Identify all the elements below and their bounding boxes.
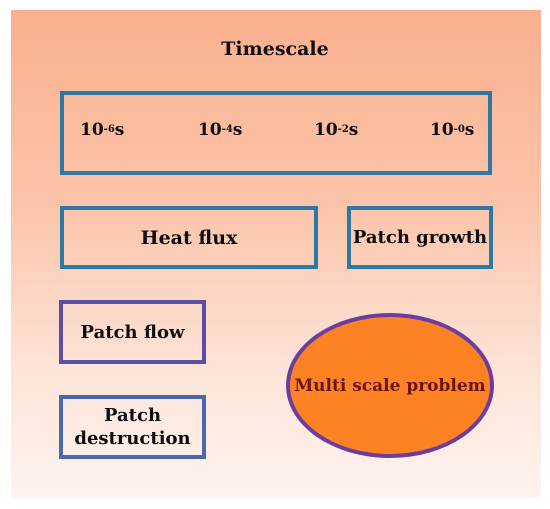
- heat-flux-label: Heat flux: [140, 226, 238, 249]
- timescale-box: [60, 91, 492, 175]
- multi-scale-ellipse: Multi scale problem: [286, 313, 494, 458]
- patch-growth-label: Patch growth: [352, 227, 488, 248]
- tick-unit: s: [348, 120, 359, 140]
- patch-destruction-box: Patch destruction: [59, 395, 206, 459]
- tick-unit: s: [232, 120, 243, 140]
- tick-base: 10: [80, 120, 104, 140]
- multi-scale-label: Multi scale problem: [294, 375, 486, 396]
- patch-destruction-label-line1: Patch: [103, 404, 162, 426]
- timescale-tick-2: 10-4s: [198, 120, 242, 140]
- tick-exponent: -4: [221, 124, 233, 135]
- tick-exponent: -2: [337, 124, 349, 135]
- timescale-tick-4: 10-0s: [430, 120, 474, 140]
- patch-flow-box: Patch flow: [59, 300, 206, 364]
- tick-unit: s: [464, 120, 475, 140]
- tick-base: 10: [314, 120, 338, 140]
- tick-base: 10: [430, 120, 454, 140]
- tick-exponent: -0: [453, 124, 465, 135]
- diagram-title: Timescale: [221, 38, 329, 60]
- timescale-tick-1: 10-6s: [80, 120, 124, 140]
- tick-base: 10: [198, 120, 222, 140]
- patch-destruction-label-line2: destruction: [74, 428, 191, 449]
- heat-flux-box: Heat flux: [60, 206, 318, 269]
- tick-unit: s: [114, 120, 125, 140]
- tick-exponent: -6: [103, 124, 115, 135]
- timescale-tick-3: 10-2s: [314, 120, 358, 140]
- patch-growth-box: Patch growth: [347, 206, 493, 269]
- patch-flow-label: Patch flow: [80, 321, 185, 343]
